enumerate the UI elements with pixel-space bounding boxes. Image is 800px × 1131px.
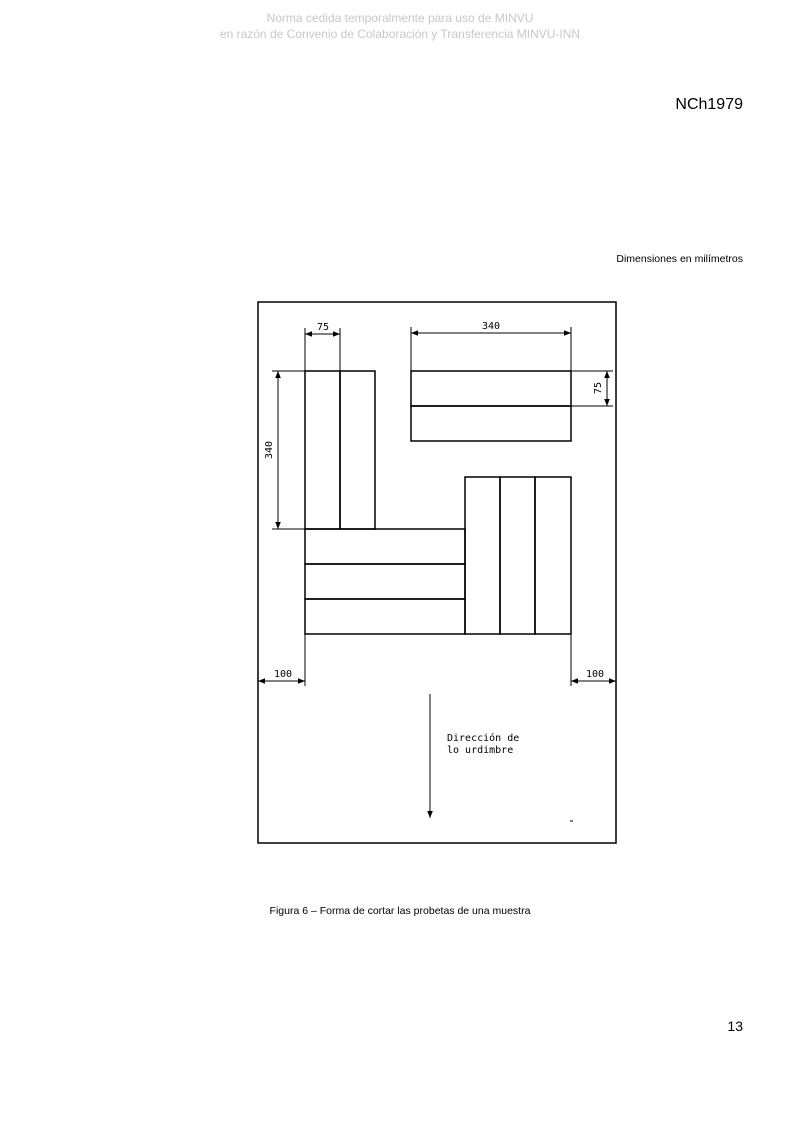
specimens-horizontal-top bbox=[410, 370, 572, 442]
specimens-vertical-right bbox=[464, 476, 572, 635]
dimension-length-top-right bbox=[410, 327, 572, 371]
page-number: 13 bbox=[727, 1018, 743, 1034]
dimension-label-340-left: 340 bbox=[264, 441, 275, 459]
dimension-margin-right bbox=[570, 634, 616, 686]
watermark-line-2: en razón de Convenio de Colaboración y T… bbox=[219, 27, 581, 41]
sample-outline bbox=[257, 301, 617, 844]
watermark-line-1: Norma cedida temporalmente para uso de M… bbox=[266, 11, 534, 25]
specimens-horizontal-bottom bbox=[304, 528, 466, 635]
dimension-margin-left bbox=[258, 634, 306, 686]
standard-code: NCh1979 bbox=[675, 96, 743, 113]
dimension-label-100-right: 100 bbox=[586, 669, 604, 680]
dimension-length-left bbox=[272, 370, 305, 530]
warp-direction-label-line2: lo urdimbre bbox=[447, 745, 513, 756]
specimens-vertical-left bbox=[304, 370, 376, 530]
dimension-label-75-top: 75 bbox=[317, 322, 329, 333]
dimension-width-top-left bbox=[304, 328, 341, 371]
figure-caption: Figura 6 – Forma de cortar las probetas … bbox=[269, 905, 531, 917]
dimensions-note: Dimensiones en milímetros bbox=[616, 253, 743, 265]
dimension-label-340-top: 340 bbox=[482, 321, 500, 332]
warp-direction-label-line1: Dirección de bbox=[447, 732, 519, 744]
dimension-width-right bbox=[571, 370, 613, 407]
dimension-label-75-right: 75 bbox=[593, 382, 604, 394]
dimension-label-100-left: 100 bbox=[274, 669, 292, 680]
